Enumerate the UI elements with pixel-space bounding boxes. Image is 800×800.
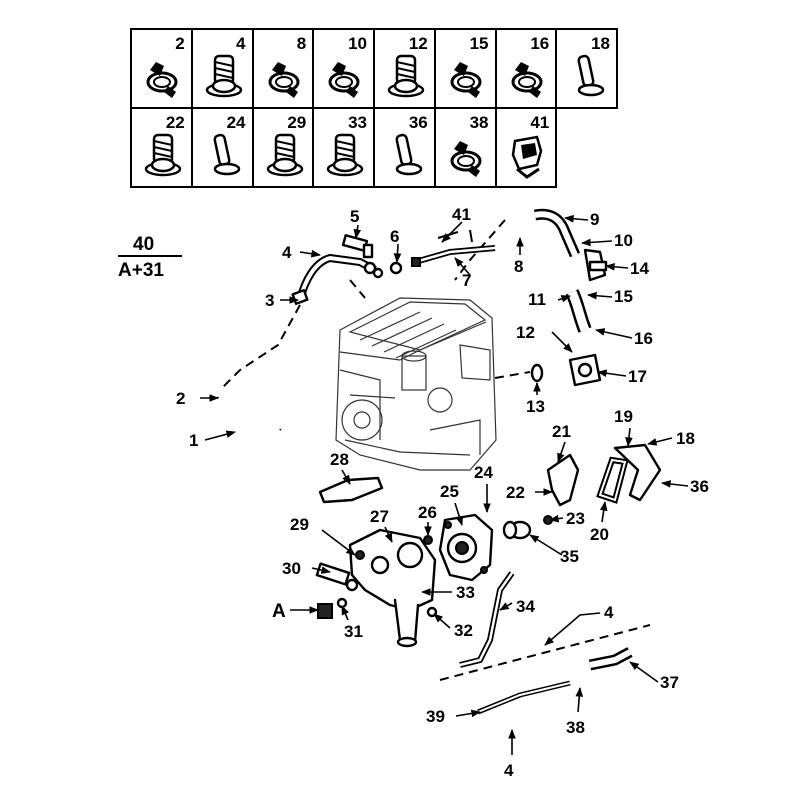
callout-21: 21 [552, 422, 571, 441]
upper-pipe-part-3 [291, 253, 384, 305]
legend-cell-36: 36 [373, 107, 436, 188]
water-pump-part-25 [438, 513, 494, 582]
callout-30: 30 [282, 559, 301, 578]
callout-29: 29 [290, 515, 309, 534]
callout-13: 13 [526, 397, 545, 416]
pipe-part-7 [411, 245, 496, 267]
callout-39: 39 [426, 707, 445, 726]
callout-26: 26 [418, 503, 437, 522]
water-outlet-housing-part-27 [348, 528, 437, 648]
fraction-numerator: 40 [133, 234, 154, 255]
callout-15: 15 [614, 287, 633, 306]
fitting-part-14 [583, 248, 608, 282]
callout-7: 7 [462, 271, 471, 290]
fraction-label: 40 A+31 [118, 234, 182, 281]
gasket-part-28 [318, 476, 384, 504]
bracket-part-21 [546, 453, 580, 507]
legend-number: 4 [236, 34, 246, 53]
callout-14: 14 [630, 259, 649, 278]
callout-9: 9 [590, 210, 599, 229]
legend-number: 36 [408, 113, 428, 132]
legend-number: 33 [348, 113, 367, 132]
legend-number: 18 [591, 34, 610, 53]
leader-lines [200, 214, 689, 755]
callout-11: 11 [528, 290, 546, 309]
callout-34: 34 [516, 597, 535, 616]
legend-number: 41 [530, 113, 550, 132]
callout-16: 16 [634, 329, 653, 348]
lower-hose-part-1 [213, 396, 284, 458]
legend-number: 22 [165, 113, 185, 132]
callout-19: 19 [614, 407, 633, 426]
callout-33: 33 [456, 583, 475, 602]
callout-1: 1 [189, 431, 198, 450]
thermostat-housing-part-17 [568, 353, 602, 387]
callout-3: 3 [265, 291, 274, 310]
dashed-connection-lines [221, 219, 651, 681]
callout-37: 37 [660, 673, 679, 692]
plug-part-a [317, 597, 348, 619]
pipe-part-34 [459, 571, 515, 668]
callout-a: A [272, 601, 286, 622]
hose-part-11 [565, 289, 592, 333]
legend-number: 24 [226, 113, 246, 132]
callout-17: 17 [628, 367, 647, 386]
callout-27: 27 [370, 507, 389, 526]
callout-12: 12 [516, 323, 535, 342]
callout-41: 41 [452, 205, 471, 224]
callout-5: 5 [350, 207, 359, 226]
callout-4-top: 4 [282, 243, 292, 262]
bolt-part-5 [341, 234, 374, 259]
hose-part-37 [588, 647, 633, 671]
callout-labels: 1 2 3 4 5 6 41 7 8 9 10 14 11 15 16 12 1… [176, 205, 709, 780]
legend-number: 8 [296, 34, 307, 53]
callout-23: 23 [566, 509, 585, 528]
legend-number: 15 [469, 34, 489, 53]
o-ring-part-13 [530, 363, 544, 383]
legend-cell-41: 41 [494, 107, 558, 188]
callout-8: 8 [514, 257, 523, 276]
legend-number: 2 [175, 34, 185, 53]
legend-number: 38 [469, 113, 489, 132]
callout-38: 38 [566, 718, 585, 737]
callout-22: 22 [506, 483, 525, 502]
callout-35: 35 [560, 547, 579, 566]
legend-number: 29 [287, 113, 307, 132]
pulley-part-35 [502, 520, 532, 540]
legend-number: 12 [408, 34, 428, 53]
callout-24: 24 [474, 463, 493, 482]
legend-cell-4: 4 [190, 28, 254, 109]
fraction-denominator: A+31 [118, 260, 164, 281]
belt-part-20 [596, 456, 629, 504]
callout-2: 2 [176, 389, 185, 408]
callout-32: 32 [454, 621, 473, 640]
legend-number: 16 [530, 34, 550, 53]
callout-4-bottom: 4 [504, 761, 514, 780]
callout-10: 10 [614, 231, 633, 250]
callout-6: 6 [390, 227, 399, 246]
callout-20: 20 [590, 525, 609, 544]
washer-part-6 [389, 261, 403, 275]
callout-4-mid: 4 [604, 603, 614, 622]
bolt-part-26 [423, 535, 433, 545]
pipe-part-39 [477, 680, 571, 715]
callout-31: 31 [344, 622, 363, 641]
callout-36: 36 [690, 477, 709, 496]
engine-block [335, 297, 497, 471]
legend-number: 10 [348, 34, 367, 53]
upper-right-hose-part-9 [533, 208, 581, 258]
callout-28: 28 [330, 450, 349, 469]
callout-25: 25 [440, 482, 459, 501]
legend-cell-18: 18 [555, 28, 618, 109]
bracket-part-19 [613, 443, 662, 502]
callout-18: 18 [676, 429, 695, 448]
